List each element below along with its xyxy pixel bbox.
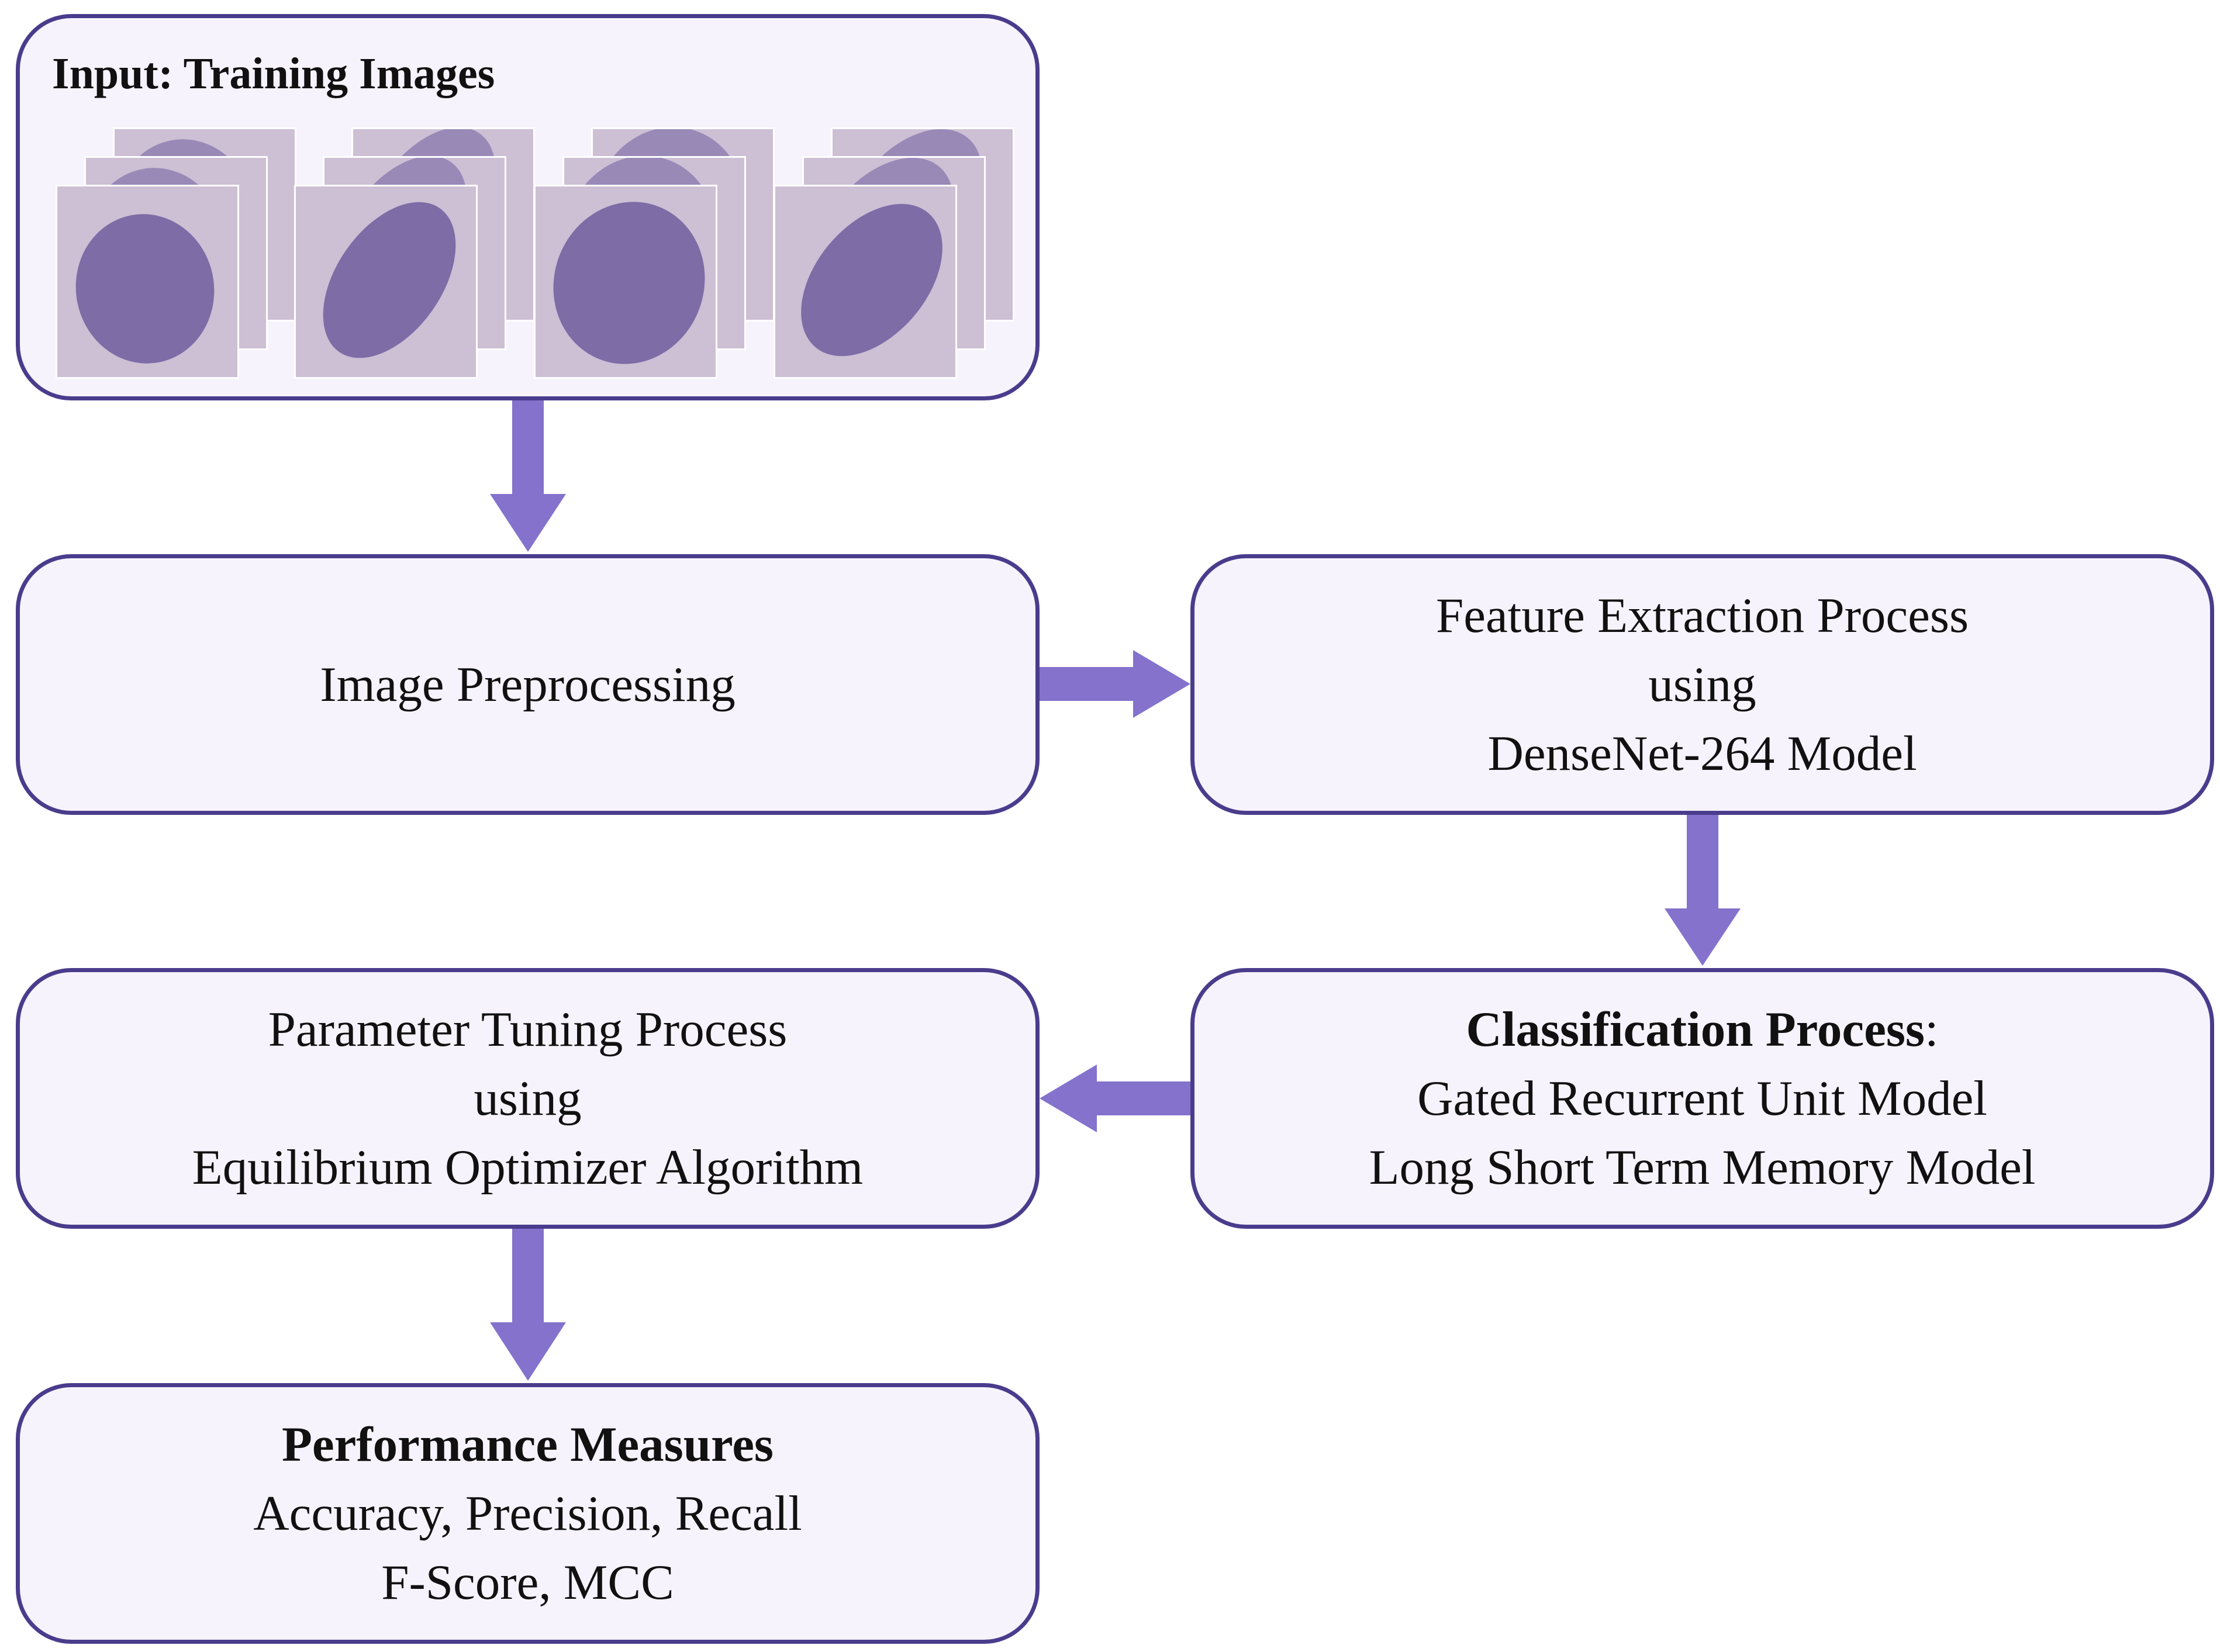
cell-nucleus <box>323 202 456 358</box>
cell-image <box>536 186 716 377</box>
preprocessing-label: Image Preprocessing <box>320 657 736 712</box>
cell-image-stack-4 <box>774 127 1014 385</box>
feature-extraction-line-1: Feature Extraction Process <box>1435 588 1969 643</box>
cell-image <box>775 186 955 377</box>
classification-box: Classification Process: Gated Recurrent … <box>1190 968 2214 1229</box>
feature-extraction-line-3: DenseNet-264 Model <box>1487 726 1917 781</box>
arrow-feature-extraction-to-classification <box>1665 815 1741 966</box>
cell-image-front <box>294 185 478 379</box>
cell-nucleus <box>75 214 215 364</box>
classification-line-1: Gated Recurrent Unit Model <box>1417 1071 1987 1126</box>
classification-line-2: Long Short Term Memory Model <box>1369 1140 2036 1195</box>
performance-line-1: Accuracy, Precision, Recall <box>253 1486 802 1541</box>
cell-image <box>57 186 237 377</box>
cell-image-front <box>56 185 239 379</box>
image-preprocessing-box: Image Preprocessing <box>16 554 1040 815</box>
cell-image-stack-1 <box>56 127 296 385</box>
performance-heading: Performance Measures <box>282 1417 774 1472</box>
cell-image <box>296 186 476 377</box>
performance-line-2: F-Score, MCC <box>381 1555 674 1610</box>
arrow-classification-to-parameter-tuning <box>1040 1065 1190 1132</box>
input-title: Input: Training Images <box>52 49 495 98</box>
input-training-images-box: Input: Training Images <box>16 14 1040 400</box>
classification-heading-suffix: : <box>1924 1002 1939 1057</box>
parameter-tuning-line-3: Equilibrium Optimizer Algorithm <box>192 1140 864 1195</box>
performance-measures-box: Performance Measures Accuracy, Precision… <box>16 1383 1040 1644</box>
cell-nucleus <box>801 203 942 357</box>
cell-image-front <box>534 185 717 379</box>
arrow-input-to-preprocessing <box>490 400 566 552</box>
cell-image-front <box>774 185 957 379</box>
cell-image-stack-2 <box>294 127 535 385</box>
parameter-tuning-line-1: Parameter Tuning Process <box>268 1002 788 1057</box>
parameter-tuning-line-2: using <box>474 1071 582 1126</box>
cell-nucleus <box>553 202 705 364</box>
classification-heading-line: Classification Process: <box>1466 995 1938 1064</box>
classification-heading: Classification Process <box>1466 1002 1925 1057</box>
parameter-tuning-box: Parameter Tuning Process using Equilibri… <box>16 968 1040 1229</box>
feature-extraction-line-2: using <box>1648 657 1756 712</box>
cell-image-stack-3 <box>534 127 775 385</box>
arrow-parameter-tuning-to-performance <box>490 1229 566 1381</box>
feature-extraction-box: Feature Extraction Process using DenseNe… <box>1190 554 2214 815</box>
arrow-preprocessing-to-feature-extraction <box>1040 650 1190 718</box>
